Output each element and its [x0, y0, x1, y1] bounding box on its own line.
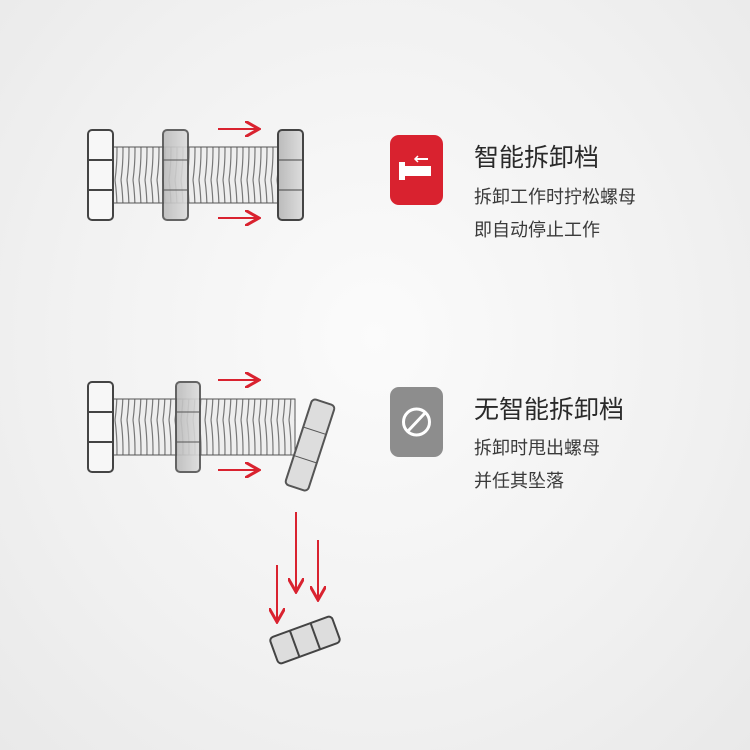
bolt-icon [399, 155, 431, 180]
nut [162, 129, 189, 221]
fallen-nut [269, 615, 341, 665]
bolt-assembly-no-smart [87, 380, 341, 665]
smart-mode-desc-2: 即自动停止工作 [474, 220, 600, 241]
no-smart-mode-title: 无智能拆卸档 [474, 395, 625, 424]
no-smart-mode-desc-2: 并任其坠落 [474, 471, 564, 492]
smart-mode-desc-1: 拆卸工作时拧松螺母 [474, 187, 636, 208]
bolt-head [87, 129, 114, 221]
nut [175, 381, 201, 473]
smart-mode-badge [390, 135, 443, 205]
no-smart-mode-badge [390, 387, 443, 457]
flying-nut [284, 398, 336, 492]
bolt-head [87, 381, 114, 473]
no-smart-mode-desc-1: 拆卸时甩出螺母 [474, 438, 600, 459]
smart-mode-title: 智能拆卸档 [474, 143, 600, 172]
bolt-assembly-smart [87, 129, 304, 221]
end-nut [277, 129, 304, 221]
prohibited-icon [402, 407, 431, 437]
